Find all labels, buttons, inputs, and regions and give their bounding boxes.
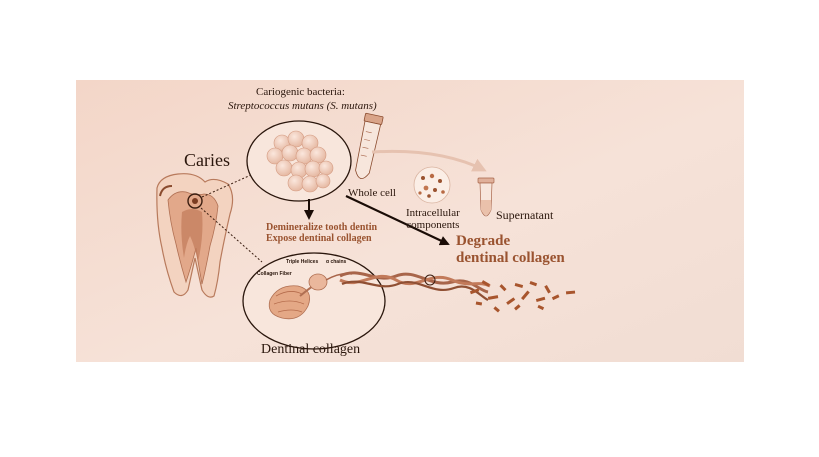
alpha-chains-label: α chains <box>326 259 346 265</box>
intracellular-components-icon <box>414 167 450 203</box>
dentinal-collagen-label: Dentinal collagen <box>261 342 360 358</box>
intracellular-label-line2: components <box>406 219 460 231</box>
degrade-line2: dentinal collagen <box>456 250 565 267</box>
demineralize-label: Demineralize tooth dentin Expose dentina… <box>266 222 377 244</box>
bacteria-title: Cariogenic bacteria: <box>256 86 345 98</box>
collagen-fiber-label: Collagen Fiber <box>257 271 292 277</box>
intracellular-label-line1: Intracellular <box>406 207 460 219</box>
demineralize-line2: Expose dentinal collagen <box>266 233 377 244</box>
bacteria-species: Streptococcus mutans (S. mutans) <box>228 100 377 112</box>
degrade-label: Degrade dentinal collagen <box>456 233 565 267</box>
degrade-line1: Degrade <box>456 233 565 250</box>
supernatant-label: Supernatant <box>496 208 553 223</box>
intracellular-label: Intracellular components <box>406 207 460 231</box>
bacteria-cluster <box>247 121 351 201</box>
collagen-fiber-illustration <box>243 253 385 349</box>
demineralize-line1: Demineralize tooth dentin <box>266 222 377 233</box>
caries-label: Caries <box>184 150 230 171</box>
whole-cell-label: Whole cell <box>348 187 396 199</box>
triple-helices-label: Triple Helices <box>286 259 318 265</box>
